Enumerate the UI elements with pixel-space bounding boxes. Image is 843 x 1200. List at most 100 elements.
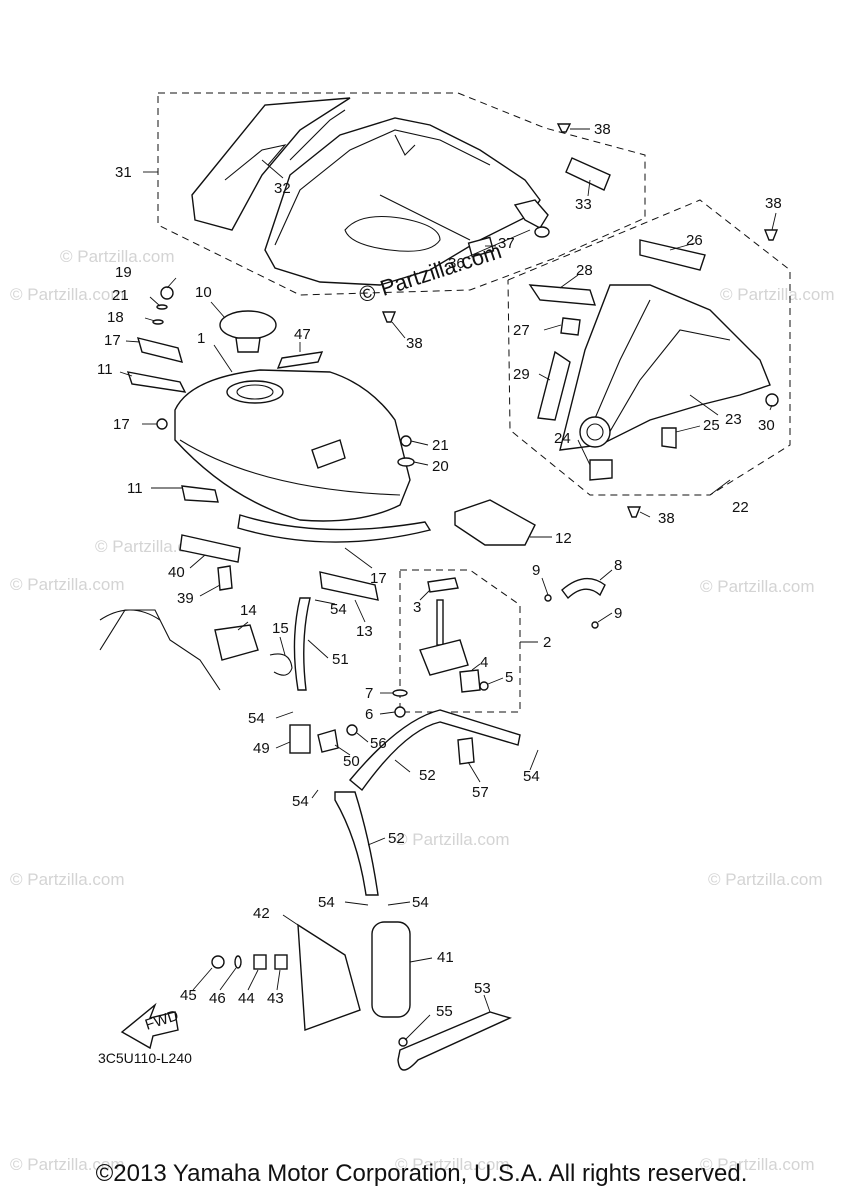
leader <box>771 212 777 231</box>
callout-42: 41 <box>437 949 454 966</box>
callout-37: 37 <box>498 235 515 252</box>
leader <box>213 344 233 373</box>
tank-cover-assembly <box>191 97 611 323</box>
watermark: © Partzilla.com <box>10 870 125 889</box>
leader <box>279 636 286 656</box>
callout-10: 10 <box>195 284 212 301</box>
callout-21: 21 <box>112 287 129 304</box>
bracket-43 <box>297 923 361 1031</box>
emblem-inner <box>586 423 604 441</box>
leader <box>210 301 226 319</box>
callout-4: 4 <box>480 654 488 671</box>
evap-system: FWD <box>120 597 521 1071</box>
bracket-14 <box>319 571 379 601</box>
grommet-32 <box>765 393 779 407</box>
fwd-arrow <box>120 1002 179 1050</box>
leader <box>464 229 531 259</box>
leader <box>769 404 773 411</box>
callout-6: 6 <box>365 706 373 723</box>
leader <box>487 677 504 685</box>
callout-35: 33 <box>575 196 592 213</box>
callout-19: 18 <box>107 309 124 326</box>
callout-54: 54 <box>330 601 347 618</box>
callout-1: 1 <box>197 330 205 347</box>
callout-51: 52 <box>388 830 405 847</box>
screw-38-top <box>556 123 572 133</box>
leader <box>189 554 206 569</box>
leader <box>709 479 731 496</box>
leader <box>419 589 431 601</box>
leader <box>467 761 481 783</box>
side-cover-assembly <box>528 229 779 518</box>
callout-54: 54 <box>412 894 429 911</box>
leader <box>354 599 366 623</box>
clamp-16 <box>269 653 293 676</box>
callout-44: 43 <box>267 990 284 1007</box>
callout-47: 46 <box>209 990 226 1007</box>
leader <box>597 612 613 623</box>
tank-seam <box>179 439 401 496</box>
leader <box>149 296 161 307</box>
leader <box>166 277 177 289</box>
callout-5: 5 <box>505 669 513 686</box>
group-outlines <box>157 92 791 713</box>
leader <box>344 901 369 906</box>
side-cover-25 <box>559 284 771 451</box>
callout-2: 2 <box>543 634 551 651</box>
callout-38: 38 <box>594 121 611 138</box>
pad-39 <box>217 565 233 591</box>
collar-45 <box>253 954 267 970</box>
callout-31: 29 <box>513 366 530 383</box>
leader <box>409 957 433 963</box>
callout-55: 55 <box>436 1003 453 1020</box>
callout-45: 44 <box>238 990 255 1007</box>
cover-recess <box>344 215 441 252</box>
watermark: © Partzilla.com <box>10 285 125 304</box>
pad-37 <box>467 236 495 258</box>
callout-34: 32 <box>274 180 291 197</box>
leader <box>639 511 651 518</box>
fuel-cock-pipe <box>436 599 444 646</box>
callout-54: 54 <box>318 894 335 911</box>
callout-46: 45 <box>180 987 197 1004</box>
callout-56: 56 <box>370 735 387 752</box>
copyright-notice: ©2013 Yamaha Motor Corporation, U.S.A. A… <box>95 1160 748 1187</box>
canister-42 <box>371 921 411 1018</box>
side-cover-line <box>589 299 651 431</box>
leader <box>125 340 141 343</box>
callout-54: 54 <box>248 710 265 727</box>
callout-7: 7 <box>365 685 373 702</box>
leader <box>689 394 719 416</box>
callout-18: 17 <box>104 332 121 349</box>
fuel-cap-10 <box>219 310 277 340</box>
watermark: © Partzilla.com <box>10 1155 125 1174</box>
clip-9 <box>544 594 552 602</box>
screw-38-lower <box>626 506 642 518</box>
pad-40 <box>179 534 241 563</box>
callout-9: 9 <box>614 605 622 622</box>
group-box-2 <box>399 569 521 713</box>
leader <box>410 440 429 446</box>
leader <box>275 711 294 719</box>
damper-17 <box>156 418 168 430</box>
hose-52 <box>349 709 521 792</box>
washer-47 <box>234 955 242 969</box>
damper-44 <box>274 954 288 970</box>
leader <box>387 901 411 906</box>
leader <box>192 967 213 991</box>
callout-30: 28 <box>576 262 593 279</box>
lever-4 <box>459 669 481 693</box>
screw-38-mid <box>381 311 397 323</box>
leader <box>543 324 562 331</box>
leader <box>538 373 551 381</box>
leader <box>599 569 613 581</box>
filler-neck-inner <box>236 384 274 400</box>
callout-12: 11 <box>97 361 113 378</box>
callout-23: 21 <box>432 437 449 454</box>
washer-22 <box>397 457 415 467</box>
frame-sketch-2 <box>99 609 161 621</box>
hose-8 <box>561 577 606 600</box>
callout-40: 40 <box>168 564 185 581</box>
leader <box>314 599 336 605</box>
